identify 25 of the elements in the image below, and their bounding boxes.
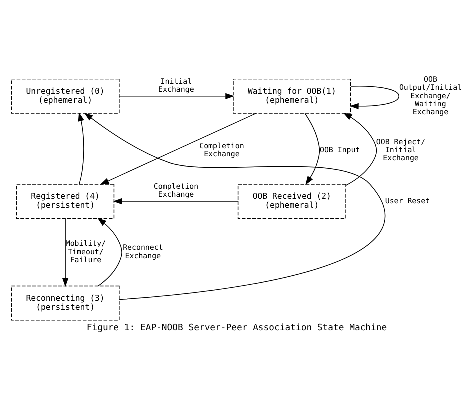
node-box: OOB Received (2) (ephemeral): [238, 184, 346, 219]
arrow: [304, 113, 320, 186]
edge-label: Completion Exchange: [200, 141, 244, 159]
arrow: [100, 113, 257, 185]
arrow: [98, 218, 122, 286]
node-box: Unregistered (0) (ephemeral): [11, 78, 120, 114]
arrow: [113, 198, 239, 205]
edge-label: OOB Reject/ Initial Exchange: [376, 137, 426, 163]
arrow: [343, 112, 378, 186]
arrow: [62, 218, 69, 288]
arrow: [84, 112, 386, 300]
node-box: Reconnecting (3) (persistent): [11, 286, 120, 321]
edge-label: OOB Output/Initial Exchange/ Waiting Exchange: [399, 74, 462, 117]
caption: Figure 1: EAP-NOOB Server-Peer Association State Machine: [86, 324, 388, 334]
edge-label: User Reset: [385, 196, 430, 206]
arrow: [119, 93, 235, 100]
arrow: [350, 86, 400, 110]
node-box: Waiting for OOB(1) (ephemeral): [233, 78, 352, 114]
edge-label: Initial Exchange: [158, 76, 194, 94]
edge-label: Reconnect Exchange: [123, 243, 164, 260]
edge-label: OOB Input: [320, 146, 360, 155]
edge-label: Mobility/ Timeout/ Failure: [66, 239, 106, 264]
edge-label: Completion Exchange: [154, 182, 199, 200]
node-box: Registered (4) (persistent): [16, 184, 115, 219]
arrow: [78, 112, 84, 185]
